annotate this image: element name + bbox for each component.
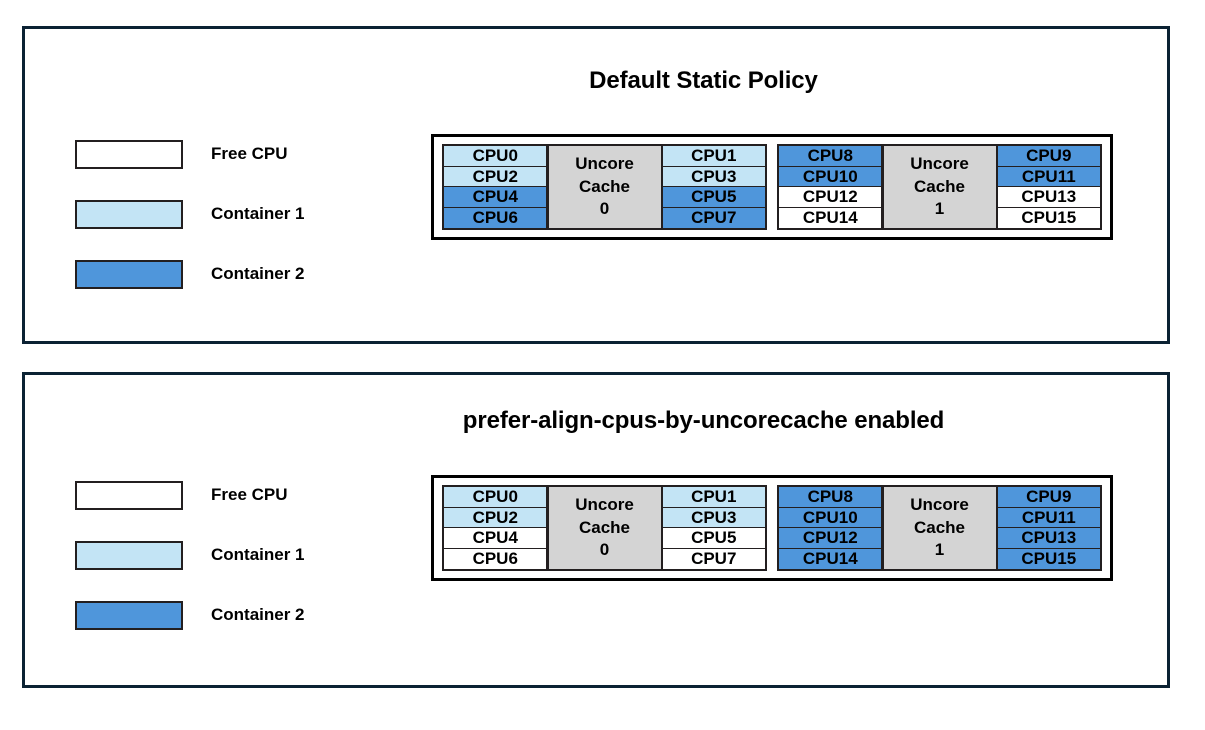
cpu-cell[interactable]: CPU11 [996, 165, 1101, 188]
cpu-cell[interactable]: CPU10 [778, 506, 883, 529]
legend-label-free-cpu: Free CPU [211, 144, 288, 163]
legend-swatch-free-cpu [75, 480, 183, 510]
panel-prefer-align-cpus-by-uncorecache: prefer-align-cpus-by-uncorecache enabled… [22, 372, 1170, 688]
cpu-cell[interactable]: CPU1 [661, 486, 766, 509]
cpu-cell[interactable]: CPU13 [996, 186, 1101, 209]
uncore-cache-line-3: 1 [934, 540, 945, 560]
uncore-cache-line-1: Uncore [910, 153, 969, 173]
cpu-cell[interactable]: CPU14 [778, 547, 883, 570]
legend-item-free-cpu: Free CPU [75, 465, 305, 525]
legend-item-container-1: Container 1 [75, 525, 305, 585]
page-title: prefer-align-cpus-by-uncorecache enabled [462, 407, 945, 434]
uncore-cache-line-3: 0 [599, 540, 610, 560]
cpu-cell[interactable]: CPU13 [996, 527, 1101, 550]
cpu-cell[interactable]: CPU9 [996, 145, 1101, 168]
cpu-cell[interactable]: CPU15 [996, 206, 1101, 229]
cpu-cell[interactable]: CPU12 [778, 186, 883, 209]
cpu-cell[interactable]: CPU0 [443, 486, 548, 509]
legend-label-container-2: Container 2 [211, 605, 305, 624]
uncore-cache-line-2: Cache [578, 176, 631, 196]
legend-item-container-1: Container 1 [75, 184, 305, 244]
cpu-cell[interactable]: CPU2 [443, 506, 548, 529]
cpu-cell[interactable]: CPU6 [443, 547, 548, 570]
panel-default-static-policy: Default Static Policy Free CPU Container… [22, 26, 1170, 344]
cpu-cell[interactable]: CPU7 [661, 547, 766, 570]
cpu-cell[interactable]: CPU10 [778, 165, 883, 188]
cpu-cell[interactable]: CPU2 [443, 165, 548, 188]
legend-swatch-container-2 [75, 600, 183, 630]
cpu-cell[interactable]: CPU9 [996, 486, 1101, 509]
cpu-cell[interactable]: CPU12 [778, 527, 883, 550]
cpu-cell[interactable]: CPU5 [661, 186, 766, 209]
page-title: Default Static Policy [589, 67, 818, 94]
cpu-cell[interactable]: CPU15 [996, 547, 1101, 570]
cpu-cell[interactable]: CPU0 [443, 145, 548, 168]
uncore-cache-line-1: Uncore [910, 494, 969, 514]
legend-item-container-2: Container 2 [75, 244, 305, 304]
cpu-cell[interactable]: CPU6 [443, 206, 548, 229]
legend-label-free-cpu: Free CPU [211, 485, 288, 504]
uncore-cache-line-3: 0 [599, 199, 610, 219]
cpu-cell[interactable]: CPU8 [778, 145, 883, 168]
legend-label-container-1: Container 1 [211, 204, 305, 223]
cpu-cell[interactable]: CPU7 [661, 206, 766, 229]
cpu-cell[interactable]: CPU4 [443, 186, 548, 209]
cpu-cell[interactable]: CPU3 [661, 506, 766, 529]
uncore-cache-line-3: 1 [934, 199, 945, 219]
cpu-cell[interactable]: CPU8 [778, 486, 883, 509]
cpu-cell[interactable]: CPU5 [661, 527, 766, 550]
legend: Free CPU Container 1 Container 2 [75, 124, 305, 304]
legend-swatch-container-1 [75, 199, 183, 229]
legend-swatch-container-1 [75, 540, 183, 570]
cpu-cell[interactable]: CPU14 [778, 206, 883, 229]
legend-swatch-container-2 [75, 259, 183, 289]
legend-swatch-free-cpu [75, 139, 183, 169]
uncore-cache-line-1: Uncore [575, 153, 634, 173]
uncore-cache-line-2: Cache [913, 176, 966, 196]
legend-item-container-2: Container 2 [75, 585, 305, 645]
cpu-cell[interactable]: CPU3 [661, 165, 766, 188]
uncore-cache-line-2: Cache [578, 517, 631, 537]
uncore-cache-line-2: Cache [913, 517, 966, 537]
legend-label-container-2: Container 2 [211, 264, 305, 283]
legend-item-free-cpu: Free CPU [75, 124, 305, 184]
legend-label-container-1: Container 1 [211, 545, 305, 564]
cpu-cell[interactable]: CPU4 [443, 527, 548, 550]
uncore-cache-line-1: Uncore [575, 494, 634, 514]
cpu-cell[interactable]: CPU1 [661, 145, 766, 168]
legend: Free CPU Container 1 Container 2 [75, 465, 305, 645]
cpu-cell[interactable]: CPU11 [996, 506, 1101, 529]
